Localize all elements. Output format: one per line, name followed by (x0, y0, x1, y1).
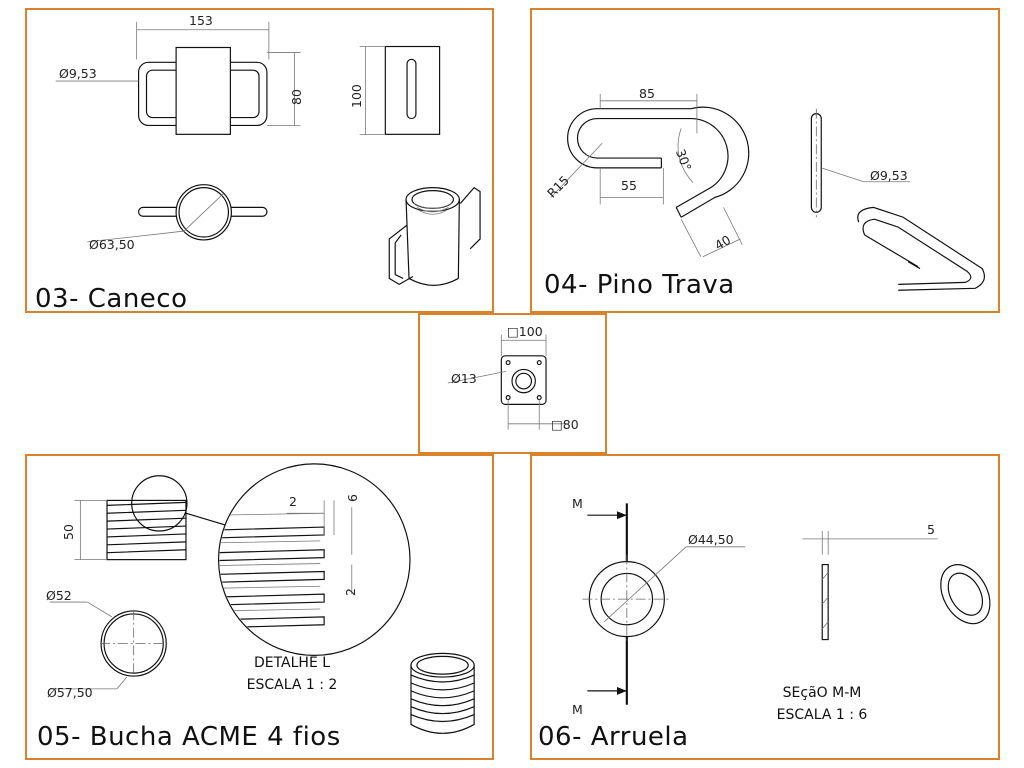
caneco-body-side (384, 45, 441, 135)
detail-name: DETALHE L (253, 655, 331, 671)
bucha-dim-thread-depth: 6 (345, 494, 360, 502)
plate-center-hole-inner (515, 372, 533, 390)
bucha-dim-pitch-top: 2 (289, 494, 297, 509)
caneco-dim-width: 153 (189, 13, 213, 28)
pino-trava-drawing (550, 93, 985, 291)
plate-dim-inner-square: □80 (551, 417, 579, 432)
section-name: SEçãO M-M (782, 685, 862, 701)
caneco-title: 03- Caneco (35, 284, 188, 314)
pino-path-inner (567, 106, 750, 218)
washer-iso-inner (947, 572, 984, 616)
pino-dim-length: 85 (639, 86, 655, 101)
caneco-dim-height-outer: 100 (349, 84, 364, 108)
base-plate-drawing (447, 334, 567, 430)
panel-pino-trava: 85 R15 55 30° 40 Ø9,53 04- Pino Trava (530, 8, 1000, 313)
section-scale: ESCALA 1 : 6 (776, 707, 868, 723)
caneco-circle-inner (178, 187, 230, 238)
pino-dim-rod-diameter: Ø9,53 (870, 168, 908, 183)
pino-trava-title: 04- Pino Trava (544, 270, 735, 300)
washer-iso-outer (940, 564, 991, 625)
detail-callout-circle (131, 475, 188, 532)
panel-arruela: M M Ø44,50 5 SEçãO M-M ESCALA 1 : 6 06- … (530, 454, 1000, 760)
caneco-dim-circle-diameter: Ø63,50 (89, 237, 135, 252)
bucha-dim-major-diameter: Ø57,50 (47, 685, 93, 700)
bucha-dim-height: 50 (61, 524, 76, 540)
pino-dim-short-leg: 55 (621, 178, 637, 193)
arruela-dim-thickness: 5 (927, 522, 935, 537)
caneco-body-top (175, 46, 231, 135)
arruela-dim-diameter: Ø44,50 (688, 532, 734, 547)
arruela-drawing (582, 503, 991, 705)
washer-section (821, 563, 829, 641)
bucha-detail-label: DETALHE L ESCALA 1 : 2 (237, 652, 347, 696)
plate-dim-hole-diameter: Ø13 (451, 371, 477, 386)
pino-path-outer (576, 117, 729, 208)
section-mark-top: M (572, 496, 583, 511)
arruela-title: 06- Arruela (538, 722, 689, 752)
bucha-dim-minor-diameter: Ø52 (46, 588, 72, 603)
plate-outer (500, 355, 547, 405)
bucha-drawing (49, 463, 475, 734)
bucha-dim-pitch-bottom: 2 (343, 588, 358, 596)
caneco-dim-tube-diameter: Ø9,53 (59, 66, 97, 81)
panel-caneco: 153 Ø9,53 80 100 Ø63,50 03- Caneco (25, 8, 494, 314)
bucha-thread-side (106, 499, 187, 561)
plate-dim-outer-square: □100 (507, 324, 543, 339)
plate-center-hole-outer (511, 368, 536, 394)
panel-base-plate: □100 Ø13 □80 (418, 313, 607, 454)
caneco-slot (406, 58, 417, 120)
section-mark-bottom: M (572, 702, 583, 717)
panel-bucha-acme: 50 2 6 2 Ø52 Ø57,50 DETALHE L ESCALA 1 :… (25, 454, 494, 760)
bucha-title: 05- Bucha ACME 4 fios (37, 722, 341, 752)
arruela-section-label: SEçãO M-M ESCALA 1 : 6 (757, 682, 887, 726)
caneco-drawing (55, 21, 481, 286)
detail-scale: ESCALA 1 : 2 (246, 677, 338, 693)
detail-view-circle (217, 463, 411, 656)
pino-iso (857, 206, 985, 291)
caneco-dim-height-inner: 80 (289, 89, 304, 105)
bucha-iso-stack (410, 652, 475, 734)
